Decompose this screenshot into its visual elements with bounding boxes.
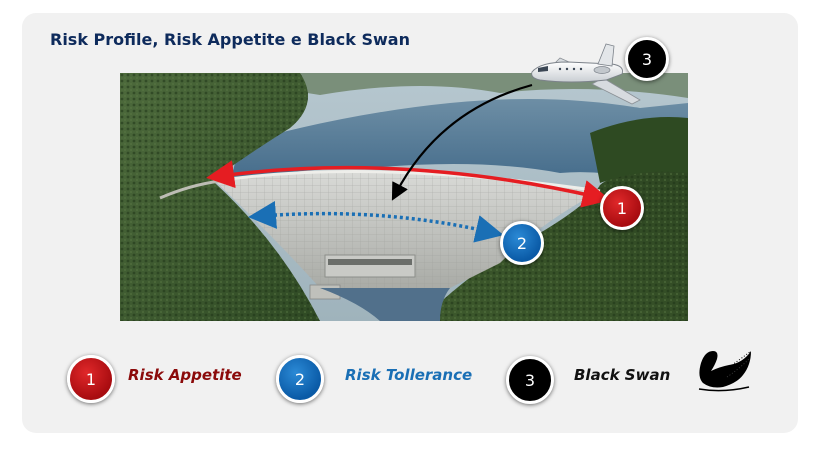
badge-3-black-swan: 3 [625,37,669,81]
black-swan-arrow [391,83,533,201]
legend-label-black-swan: Black Swan [574,366,671,384]
black-swan-icon [698,350,752,392]
legend-number: 1 [85,369,97,389]
legend-badge-3: 3 [506,356,554,404]
badge-2-risk-tolerance: 2 [500,221,544,265]
airplane-icon [531,43,641,105]
badge-number: 1 [616,198,628,218]
legend-label-risk-appetite: Risk Appetite [128,366,242,384]
badge-number: 2 [516,233,528,253]
legend-badge-1: 1 [67,355,115,403]
page-title: Risk Profile, Risk Appetite e Black Swan [50,30,410,49]
legend-badge-2: 2 [276,355,324,403]
badge-1-risk-appetite: 1 [600,186,644,230]
legend-label-risk-tolerance: Risk Tollerance [345,366,473,384]
legend-number: 2 [294,369,306,389]
risk-tolerance-arrow [248,200,504,243]
badge-number: 3 [641,49,653,69]
legend-number: 3 [524,370,536,390]
risk-appetite-arrow [206,160,611,208]
